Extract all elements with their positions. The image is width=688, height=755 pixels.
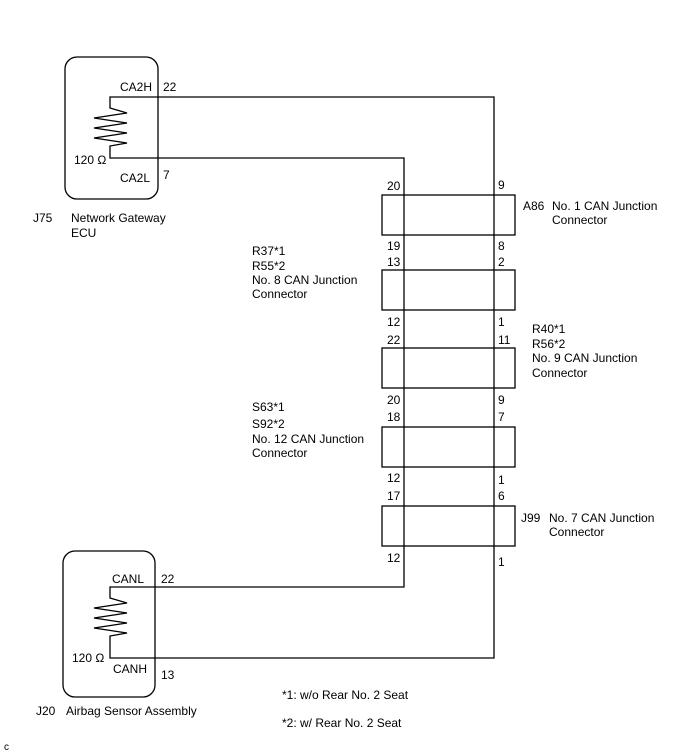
gateway-name-line1: Network Gateway <box>71 211 166 225</box>
gateway-pin-high-no: 22 <box>163 80 177 94</box>
wire-can-high-top <box>157 96 495 195</box>
connector-2-label-line3: No. 8 CAN Junction <box>252 273 357 287</box>
connector-4-left-bottom-pin: 12 <box>387 471 401 485</box>
connector-2-label-line2: R55*2 <box>252 259 286 273</box>
connector-5-label-suffix: Connector <box>549 525 604 539</box>
connector-a86-box <box>381 194 516 236</box>
wire-can-high-bottom <box>155 546 495 659</box>
airbag-resistor-label: 120 Ω <box>72 651 104 665</box>
connector-5-left-bottom-pin: 12 <box>387 551 401 565</box>
connector-4-right-bottom-pin: 1 <box>498 473 505 487</box>
wire-can-low-top <box>157 157 405 195</box>
connector-3-left-top-pin: 22 <box>387 333 401 347</box>
airbag-resistor <box>93 586 155 659</box>
connector-3-left-bottom-pin: 20 <box>387 393 401 407</box>
note-1: *1: w/o Rear No. 2 Seat <box>282 688 409 702</box>
connector-4-left-top-pin: 18 <box>387 410 401 424</box>
gateway-ecu-box <box>64 56 159 200</box>
connector-2-left-bottom-pin: 12 <box>387 315 401 329</box>
connector-1-left-top-pin: 20 <box>387 179 401 193</box>
connector-5-label-name: No. 7 CAN Junction <box>549 511 654 525</box>
connector-4-label-line1: S63*1 <box>252 400 285 414</box>
wire-can-low-bottom <box>155 546 405 588</box>
airbag-pin-low-label: CANL <box>112 572 144 586</box>
connector-2-label-line1: R37*1 <box>252 244 286 258</box>
connector-2-right-top-pin: 2 <box>498 255 505 269</box>
connector-s63-box <box>381 426 516 468</box>
airbag-pin-high-label: CANH <box>113 662 147 676</box>
gateway-name-line2: ECU <box>71 226 96 240</box>
connector-r40-box <box>381 347 516 389</box>
connector-3-label-line3: No. 9 CAN Junction <box>532 351 637 365</box>
gateway-pin-low-no: 7 <box>163 168 170 182</box>
connector-2-label-line4: Connector <box>252 287 307 301</box>
gateway-pin-high-label: CA2H <box>120 80 152 94</box>
airbag-pin-low-no: 22 <box>161 572 175 586</box>
connector-4-label-line4: Connector <box>252 446 307 460</box>
gateway-pin-low-label: CA2L <box>120 171 150 185</box>
airbag-name: Airbag Sensor Assembly <box>66 704 197 718</box>
airbag-code: J20 <box>36 704 56 718</box>
connector-2-left-top-pin: 13 <box>387 255 401 269</box>
connector-3-right-top-pin: 11 <box>498 333 511 347</box>
connector-2-right-bottom-pin: 1 <box>498 315 505 329</box>
connector-4-label-line3: No. 12 CAN Junction <box>252 432 364 446</box>
connector-3-label-line4: Connector <box>532 366 587 380</box>
connector-4-right-top-pin: 7 <box>498 410 505 424</box>
corner-mark: c <box>4 742 9 753</box>
connector-1-right-bottom-pin: 8 <box>498 239 505 253</box>
gateway-resistor-label: 120 Ω <box>74 153 106 167</box>
connector-j99-box <box>381 505 516 547</box>
connector-4-label-line2: S92*2 <box>252 417 285 431</box>
connector-3-label-line1: R40*1 <box>532 322 566 336</box>
connector-1-label-code: A86 <box>523 199 545 213</box>
connector-5-label-code: J99 <box>521 511 541 525</box>
connector-1-left-bottom-pin: 19 <box>387 239 401 253</box>
note-2: *2: w/ Rear No. 2 Seat <box>282 716 402 730</box>
gateway-code: J75 <box>33 211 53 225</box>
connector-5-right-bottom-pin: 1 <box>498 555 505 569</box>
connector-5-left-top-pin: 17 <box>387 489 401 503</box>
gateway-resistor <box>93 96 157 159</box>
connector-1-right-top-pin: 9 <box>498 178 505 192</box>
connector-1-label-name: No. 1 CAN Junction <box>552 199 657 213</box>
connector-1-label-suffix: Connector <box>552 213 607 227</box>
connector-5-right-top-pin: 6 <box>498 489 505 503</box>
connector-r37-box <box>381 269 516 311</box>
airbag-pin-high-no: 13 <box>161 668 175 682</box>
connector-3-right-bottom-pin: 9 <box>498 393 505 407</box>
connector-3-label-line2: R56*2 <box>532 337 566 351</box>
